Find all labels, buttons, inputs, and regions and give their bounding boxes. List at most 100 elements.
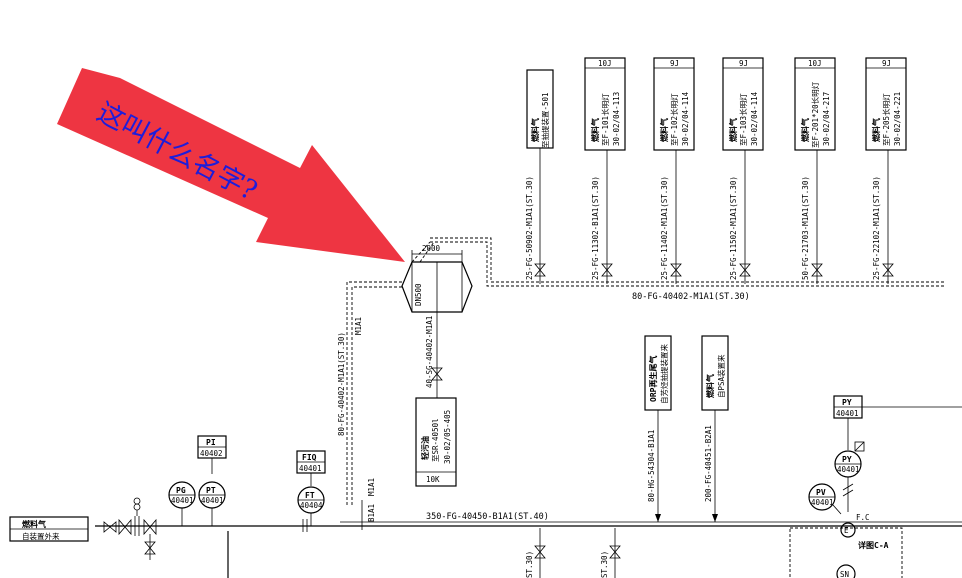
instrument-py-box: PY 40401 bbox=[833, 395, 962, 450]
svg-text:F.C: F.C bbox=[856, 513, 870, 522]
branch-source-1: ORP再生尾气 自芳烃抽提装置来 80-HG-54304-B1A1 bbox=[644, 335, 672, 522]
svg-text:40401: 40401 bbox=[811, 498, 834, 507]
svg-text:至SR-4050l: 至SR-4050l bbox=[431, 418, 440, 462]
header-main-label: 80-FG-40402-M1A1(ST.30) bbox=[632, 292, 750, 302]
svg-text:FIQ: FIQ bbox=[302, 453, 317, 462]
separator-vessel: 2000 DN500 bbox=[401, 241, 473, 313]
svg-text:PY: PY bbox=[842, 455, 852, 464]
svg-text:40401: 40401 bbox=[837, 465, 860, 474]
svg-text:ST.30): ST.30) bbox=[525, 551, 534, 578]
svg-text:ORP再生尾气: ORP再生尾气 bbox=[648, 356, 658, 402]
branch-source-2: 燃料气 自PSA装置来 200-FG-40451-B2A1 bbox=[701, 335, 729, 522]
svg-text:轻污油: 轻污油 bbox=[420, 436, 430, 460]
svg-text:燃料气: 燃料气 bbox=[590, 118, 600, 142]
header-pipe: 80-FG-40402-M1A1(ST.30) bbox=[430, 237, 945, 302]
svg-text:至F-101长明灯: 至F-101长明灯 bbox=[600, 93, 610, 146]
svg-text:B1A1: B1A1 bbox=[367, 504, 376, 522]
svg-text:80-HG-54304-B1A1: 80-HG-54304-B1A1 bbox=[647, 430, 656, 502]
svg-text:30-02/04-217: 30-02/04-217 bbox=[822, 92, 831, 146]
instrument-pg: PG 40401 bbox=[168, 481, 196, 526]
instrument-pt: PT 40401 bbox=[198, 481, 226, 526]
svg-text:80-FG-40402-M1A1(ST.30): 80-FG-40402-M1A1(ST.30) bbox=[337, 332, 346, 436]
instrument-py-circle: PY 40401 bbox=[834, 441, 865, 512]
inlet-valves bbox=[103, 497, 157, 560]
svg-text:30-02/05-405: 30-02/05-405 bbox=[443, 410, 452, 464]
bottom-branch-2: ST.30) bbox=[600, 528, 621, 578]
svg-text:9J: 9J bbox=[882, 59, 891, 68]
svg-text:自装置外来: 自装置外来 bbox=[22, 531, 60, 541]
svg-text:9J: 9J bbox=[739, 59, 748, 68]
control-valve: E F.C 详图C-A bbox=[840, 513, 889, 550]
svg-text:40402: 40402 bbox=[200, 449, 223, 458]
svg-text:燃料气: 燃料气 bbox=[800, 118, 810, 142]
separator-dia: DN500 bbox=[414, 283, 423, 306]
svg-text:燃料气: 燃料气 bbox=[530, 118, 540, 142]
svg-text:至F-103长明灯: 至F-103长明灯 bbox=[738, 93, 748, 146]
svg-text:200-FG-40451-B2A1: 200-FG-40451-B2A1 bbox=[704, 425, 713, 502]
riser-pipe: 80-FG-40402-M1A1(ST.30) M1A1 bbox=[337, 281, 402, 505]
inlet-box: 燃料气 自装置外来 bbox=[9, 516, 89, 542]
main-line: 350-FG-40450-B1A1(ST.40) M1A1 B1A1 bbox=[95, 478, 962, 530]
svg-text:至F-205长明灯: 至F-205长明灯 bbox=[881, 93, 891, 146]
svg-text:10J: 10J bbox=[808, 59, 822, 68]
main-line-label: 350-FG-40450-B1A1(ST.40) bbox=[426, 512, 549, 522]
svg-text:E: E bbox=[844, 526, 849, 535]
svg-text:40401: 40401 bbox=[171, 496, 194, 505]
svg-text:25-FG-50902-M1A1(ST.30): 25-FG-50902-M1A1(ST.30) bbox=[525, 176, 534, 280]
bottom-branch-1: ST.30) bbox=[525, 528, 546, 578]
svg-text:FT: FT bbox=[305, 491, 315, 500]
svg-text:30-02/04-114: 30-02/04-114 bbox=[681, 91, 690, 146]
svg-text:PV: PV bbox=[816, 488, 826, 497]
svg-text:至F-102长明灯: 至F-102长明灯 bbox=[669, 93, 679, 146]
callout-arrow: 这叫什么名字? bbox=[57, 68, 405, 262]
svg-text:至抽提装置-501: 至抽提装置-501 bbox=[540, 92, 550, 148]
svg-text:燃料气: 燃料气 bbox=[871, 118, 881, 142]
svg-text:30-02/04-114: 30-02/04-114 bbox=[750, 91, 759, 146]
svg-text:PT: PT bbox=[206, 486, 216, 495]
svg-text:40401: 40401 bbox=[836, 409, 859, 418]
svg-text:PI: PI bbox=[206, 438, 216, 447]
svg-text:25-FG-11402-M1A1(ST.30): 25-FG-11402-M1A1(ST.30) bbox=[660, 176, 669, 280]
instrument-ft: FT 40404 bbox=[297, 486, 325, 532]
instrument-pi: PI 40402 bbox=[197, 435, 227, 474]
svg-text:40401: 40401 bbox=[299, 464, 322, 473]
svg-text:9J: 9J bbox=[670, 59, 679, 68]
svg-text:30-02/04-113: 30-02/04-113 bbox=[612, 92, 621, 146]
svg-text:燃料气: 燃料气 bbox=[659, 118, 669, 142]
top-destination-3: 9J 燃料气 至F-102长明灯 30-02/04-114 25-FG-1140… bbox=[653, 57, 695, 284]
svg-text:M1A1: M1A1 bbox=[354, 317, 363, 335]
detail-note: 详图C-A bbox=[858, 540, 889, 550]
svg-text:50-FG-21703-M1A1(ST.30): 50-FG-21703-M1A1(ST.30) bbox=[801, 176, 810, 280]
drain-tank: 轻污油 至SR-4050l 30-02/05-405 10K bbox=[415, 397, 457, 487]
svg-text:10J: 10J bbox=[598, 59, 612, 68]
top-destination-4: 9J 燃料气 至F-103长明灯 30-02/04-114 25-FG-1150… bbox=[722, 57, 764, 284]
svg-text:PY: PY bbox=[842, 398, 852, 407]
top-destination-5: 10J 燃料气 至F-201*20长明灯 30-02/04-217 50-FG-… bbox=[794, 57, 836, 284]
svg-text:40404: 40404 bbox=[300, 501, 323, 510]
instrument-pv: PV 40401 bbox=[808, 483, 842, 515]
svg-text:40401: 40401 bbox=[201, 496, 224, 505]
svg-text:SN: SN bbox=[840, 570, 849, 578]
separator-width: 2000 bbox=[422, 244, 441, 253]
svg-text:10K: 10K bbox=[426, 475, 440, 484]
svg-text:30-02/04-221: 30-02/04-221 bbox=[893, 92, 902, 146]
svg-text:燃料气: 燃料气 bbox=[22, 519, 46, 529]
svg-text:25-FG-22102-M1A1(ST.30): 25-FG-22102-M1A1(ST.30) bbox=[872, 176, 881, 280]
svg-text:40-SG-40402-M1A1: 40-SG-40402-M1A1 bbox=[425, 316, 434, 388]
detail-boundary: SN bbox=[789, 527, 903, 578]
drain-line: 40-SG-40402-M1A1 bbox=[425, 312, 443, 398]
svg-text:燃料气: 燃料气 bbox=[728, 118, 738, 142]
top-destination-6: 9J 燃料气 至F-205长明灯 30-02/04-221 25-FG-2210… bbox=[865, 57, 907, 284]
top-destination-2: 10J 燃料气 至F-101长明灯 30-02/04-113 25-FG-113… bbox=[584, 57, 626, 284]
top-destination-1: 燃料气 至抽提装置-501 25-FG-50902-M1A1(ST.30) bbox=[525, 69, 554, 284]
svg-text:PG: PG bbox=[176, 486, 186, 495]
svg-text:燃料气: 燃料气 bbox=[705, 374, 715, 398]
svg-text:ST.30): ST.30) bbox=[600, 551, 609, 578]
instrument-fiq: FIQ 40401 bbox=[296, 450, 326, 486]
svg-text:自PSA装置来: 自PSA装置来 bbox=[716, 354, 726, 398]
svg-text:M1A1: M1A1 bbox=[367, 478, 376, 496]
svg-text:25-FG-11502-M1A1(ST.30): 25-FG-11502-M1A1(ST.30) bbox=[729, 176, 738, 280]
svg-text:至F-201*20长明灯: 至F-201*20长明灯 bbox=[810, 81, 820, 148]
svg-text:25-FG-11302-B1A1(ST.30): 25-FG-11302-B1A1(ST.30) bbox=[591, 176, 600, 280]
